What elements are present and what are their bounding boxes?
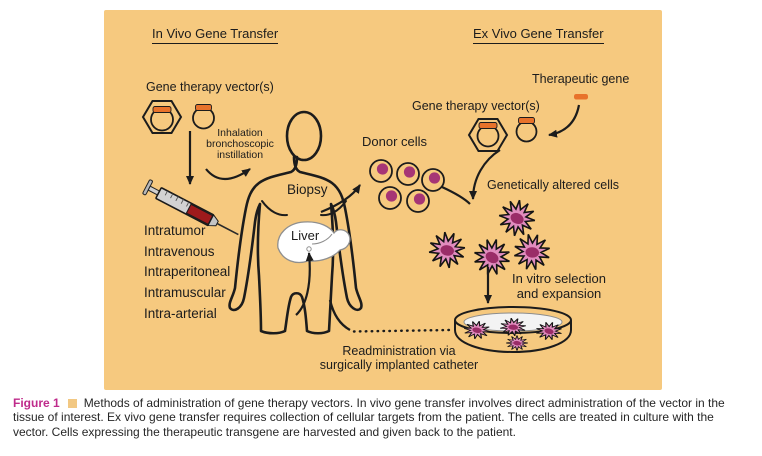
vector-capsule-icon-right: [515, 117, 538, 143]
biopsy-arrow: [320, 184, 361, 214]
inhalation-arrow: [205, 168, 251, 181]
route-intravenous: Intravenous: [144, 243, 215, 259]
transduction-arrow: [469, 149, 501, 200]
altered-cells-icon: [426, 196, 555, 280]
human-figure: [228, 110, 363, 335]
in-vivo-heading: In Vivo Gene Transfer: [152, 26, 279, 45]
figure-number-label: Figure 1: [13, 396, 60, 410]
diagram-background: [104, 10, 662, 390]
donor-transfer-arrow: [441, 186, 471, 205]
therapeutic-gene-label: Therapeutic gene: [532, 72, 630, 86]
liver-arrow: [295, 252, 314, 316]
caption-text: Methods of administration of gene therap…: [13, 396, 725, 439]
syringe-icon: [142, 179, 239, 236]
route-intraperitoneal: Intraperitoneal: [144, 264, 231, 280]
liver-label: Liver: [291, 228, 320, 243]
donor-cells-label: Donor cells: [362, 134, 428, 149]
petri-dish-icon: [454, 306, 572, 354]
ex-vivo-heading: Ex Vivo Gene Transfer: [473, 26, 604, 45]
vector-hexagon-icon-left: [141, 100, 183, 134]
altered-cells-label: Genetically altered cells: [487, 178, 620, 192]
gene-therapy-vectors-right-label: Gene therapy vector(s): [412, 99, 540, 113]
inhalation-label: Inhalation bronchoscopic instillation: [206, 127, 274, 161]
route-intra-arterial: Intra-arterial: [144, 305, 217, 321]
readministration-label: Readministration via surgically implante…: [319, 344, 479, 372]
gene-insertion-arrow: [548, 104, 581, 138]
invitro-label: In vitro selection and expansion: [512, 271, 606, 301]
caption-marker-icon: [67, 399, 77, 408]
catheter-line: [328, 299, 452, 333]
therapeutic-gene-icon: [574, 94, 588, 100]
gene-therapy-vectors-left-label: Gene therapy vector(s): [146, 80, 274, 94]
vector-hexagon-icon-right: [467, 118, 509, 152]
vector-capsule-icon-left: [192, 104, 215, 130]
administration-routes-list: Intratumor Intravenous Intraperitoneal I…: [144, 221, 230, 325]
route-intramuscular: Intramuscular: [144, 285, 226, 301]
donor-cells-icon: [369, 159, 445, 213]
biopsy-label: Biopsy: [287, 182, 328, 197]
route-intratumor: Intratumor: [144, 223, 206, 238]
